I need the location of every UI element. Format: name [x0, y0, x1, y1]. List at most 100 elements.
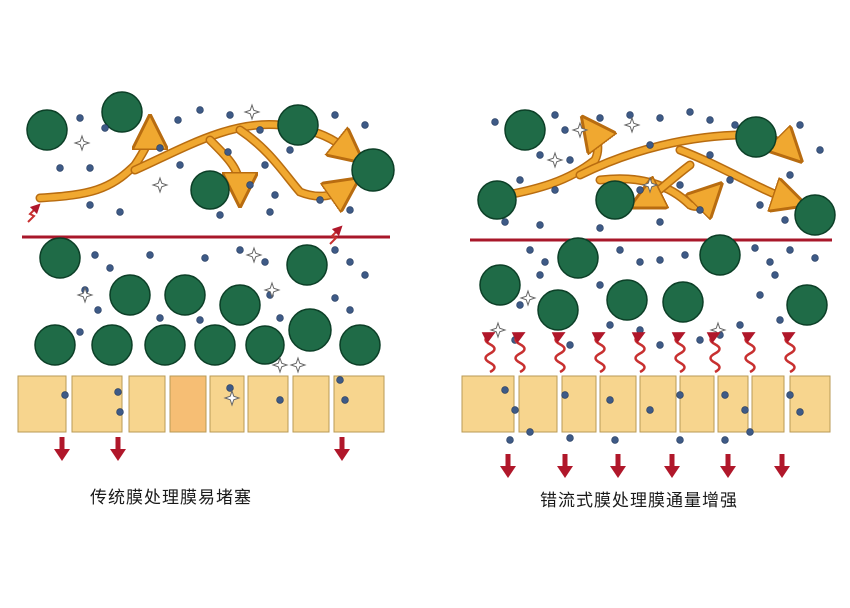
cell-particle — [735, 116, 777, 158]
support-block — [333, 375, 385, 433]
small-particle — [771, 271, 779, 279]
permeate-arrow-head-icon — [54, 449, 70, 461]
small-particle — [646, 406, 654, 414]
small-particle — [156, 144, 164, 152]
small-particle — [346, 206, 354, 214]
small-particle — [596, 114, 604, 122]
cell-particle — [219, 284, 261, 326]
small-particle — [541, 258, 549, 266]
small-particle — [786, 246, 794, 254]
small-particle — [336, 376, 344, 384]
small-particle — [94, 306, 102, 314]
permeate-arrow-head-icon — [110, 449, 126, 461]
backflush-spring — [591, 332, 606, 374]
flow-arrow — [132, 121, 350, 173]
small-particle — [341, 396, 349, 404]
backflush-spring — [671, 332, 686, 374]
small-particle — [114, 388, 122, 396]
small-particle — [646, 141, 654, 149]
small-particle — [56, 164, 64, 172]
small-particle — [276, 314, 284, 322]
small-particle — [636, 186, 644, 194]
small-particle — [756, 201, 764, 209]
small-particle — [566, 156, 574, 164]
small-particle — [501, 386, 509, 394]
permeate-arrow-head-icon — [610, 466, 626, 478]
cell-particle — [504, 109, 546, 151]
cell-particle — [595, 180, 635, 220]
support-block — [292, 375, 330, 433]
support-block — [209, 375, 245, 433]
permeate-arrow-shaft — [615, 454, 621, 468]
star-particle-icon — [289, 356, 307, 374]
small-particle — [776, 316, 784, 324]
small-particle — [176, 161, 184, 169]
small-particle — [606, 321, 614, 329]
star-particle-icon — [519, 289, 537, 307]
small-particle — [656, 256, 664, 264]
small-particle — [106, 264, 114, 272]
small-particle — [286, 146, 294, 154]
small-particle — [751, 244, 759, 252]
star-particle-icon — [243, 103, 261, 121]
small-particle — [226, 111, 234, 119]
cell-particle — [286, 244, 328, 286]
small-particle — [216, 211, 224, 219]
small-particle — [706, 116, 714, 124]
small-particle — [516, 176, 524, 184]
small-particle — [76, 114, 84, 122]
small-particle — [316, 196, 324, 204]
support-block — [561, 375, 597, 433]
support-block — [751, 375, 785, 433]
small-particle — [656, 341, 664, 349]
permeate-arrow-shaft — [779, 454, 785, 468]
small-particle — [526, 246, 534, 254]
small-particle — [781, 216, 789, 224]
small-particle — [361, 271, 369, 279]
star-particle-icon — [263, 281, 281, 299]
cell-particle — [144, 324, 186, 366]
flow-arrow — [645, 162, 693, 200]
small-particle — [746, 428, 754, 436]
small-particle — [551, 111, 559, 119]
small-particle — [236, 246, 244, 254]
support-block — [128, 375, 166, 433]
cell-particle — [101, 91, 143, 133]
small-particle — [491, 118, 499, 126]
small-particle — [501, 218, 509, 226]
permeate-arrow-shaft — [725, 454, 731, 468]
small-particle — [86, 201, 94, 209]
small-particle — [536, 151, 544, 159]
small-particle — [736, 321, 744, 329]
small-particle — [331, 246, 339, 254]
small-particle — [516, 301, 524, 309]
cell-particle — [339, 324, 381, 366]
small-particle — [331, 111, 339, 119]
small-particle — [331, 294, 339, 302]
small-particle — [551, 186, 559, 194]
small-particle — [266, 208, 274, 216]
small-particle — [626, 111, 634, 119]
permeate-arrow-shaft — [505, 454, 511, 468]
permeate-arrow-head-icon — [720, 466, 736, 478]
small-particle — [596, 281, 604, 289]
small-particle — [506, 436, 514, 444]
small-particle — [786, 171, 794, 179]
panel-traditional-filtration — [17, 91, 395, 461]
small-particle — [561, 126, 569, 134]
star-particle-icon — [73, 134, 91, 152]
small-particle — [261, 258, 269, 266]
small-particle — [606, 396, 614, 404]
bounce-arrow — [27, 203, 41, 223]
small-particle — [706, 151, 714, 159]
small-particle — [811, 254, 819, 262]
small-particle — [681, 251, 689, 259]
permeate-arrow-shaft — [115, 437, 121, 451]
small-particle — [816, 146, 824, 154]
cell-particle — [109, 274, 151, 316]
small-particle — [146, 251, 154, 259]
cell-particle — [557, 237, 599, 279]
small-particle — [61, 391, 69, 399]
small-particle — [566, 341, 574, 349]
support-block — [789, 375, 831, 433]
